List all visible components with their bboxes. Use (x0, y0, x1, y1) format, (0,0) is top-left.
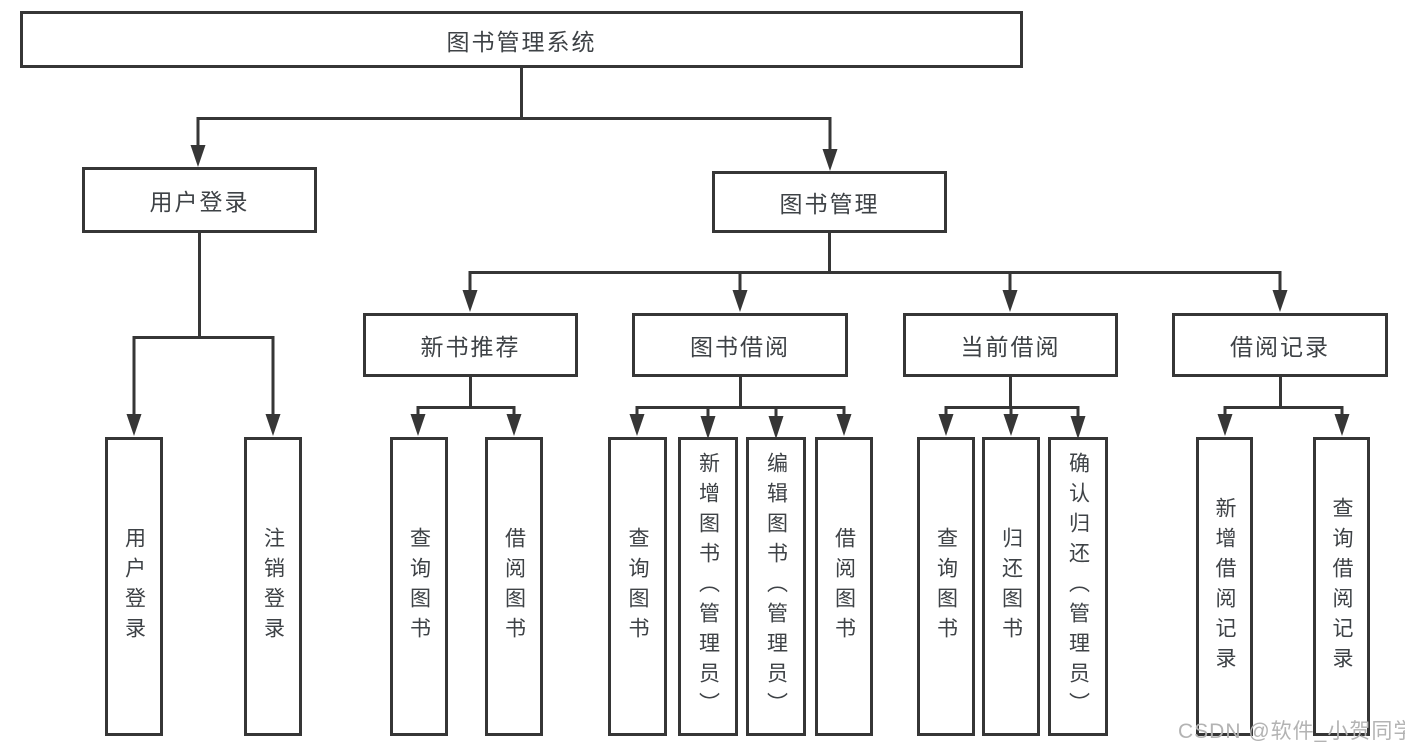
leaf-query-books-recommend-label: 查询图书 (407, 526, 431, 647)
leaf-add-borrow-record-label: 新增借阅记录 (1213, 496, 1237, 677)
leaf-add-book-admin-label: 新增图书（管理员） (696, 451, 720, 722)
csdn-watermark: CSDN @软件_小贺同学 (1178, 720, 1405, 743)
node-book-borrow-label: 图书借阅 (690, 334, 790, 360)
leaf-edit-book-admin-label: 编辑图书（管理员） (764, 451, 788, 722)
node-book-borrow: 图书借阅 (632, 313, 848, 377)
node-new-book-recommend-label: 新书推荐 (420, 334, 521, 360)
leaf-borrow-books-borrow: 借阅图书 (815, 437, 873, 736)
leaf-user-login-label: 用户登录 (122, 526, 146, 647)
leaf-borrow-books-borrow-label: 借阅图书 (832, 526, 856, 647)
node-book-management-label: 图书管理 (779, 191, 880, 217)
node-user-login: 用户登录 (82, 167, 317, 233)
leaf-query-borrow-record: 查询借阅记录 (1313, 437, 1370, 736)
leaf-query-books-current-label: 查询图书 (934, 526, 958, 647)
node-current-borrow-label: 当前借阅 (960, 334, 1061, 360)
leaf-query-books-borrow: 查询图书 (608, 437, 667, 736)
leaf-edit-book-admin: 编辑图书（管理员） (746, 437, 806, 736)
node-root-label: 图书管理系统 (446, 28, 597, 55)
leaf-query-books-borrow-label: 查询图书 (626, 526, 650, 647)
node-borrow-records-label: 借阅记录 (1230, 334, 1330, 360)
leaf-query-books-recommend: 查询图书 (390, 437, 448, 736)
leaf-confirm-return-admin-label: 确认归还（管理员） (1066, 451, 1090, 722)
leaf-confirm-return-admin: 确认归还（管理员） (1048, 437, 1108, 736)
leaf-logout-label: 注销登录 (261, 526, 285, 647)
leaf-return-book: 归还图书 (982, 437, 1040, 736)
node-borrow-records: 借阅记录 (1172, 313, 1388, 377)
node-root: 图书管理系统 (20, 11, 1023, 68)
node-current-borrow: 当前借阅 (903, 313, 1118, 377)
node-book-management: 图书管理 (712, 171, 947, 233)
node-user-login-label: 用户登录 (149, 189, 250, 215)
leaf-user-login: 用户登录 (105, 437, 163, 736)
leaf-borrow-books-recommend: 借阅图书 (485, 437, 543, 736)
leaf-add-book-admin: 新增图书（管理员） (678, 437, 738, 736)
leaf-borrow-books-recommend-label: 借阅图书 (502, 526, 526, 647)
leaf-logout: 注销登录 (244, 437, 302, 736)
leaf-return-book-label: 归还图书 (999, 526, 1023, 647)
leaf-add-borrow-record: 新增借阅记录 (1196, 437, 1253, 736)
node-new-book-recommend: 新书推荐 (363, 313, 578, 377)
leaf-query-books-current: 查询图书 (917, 437, 975, 736)
leaf-query-borrow-record-label: 查询借阅记录 (1330, 496, 1354, 677)
